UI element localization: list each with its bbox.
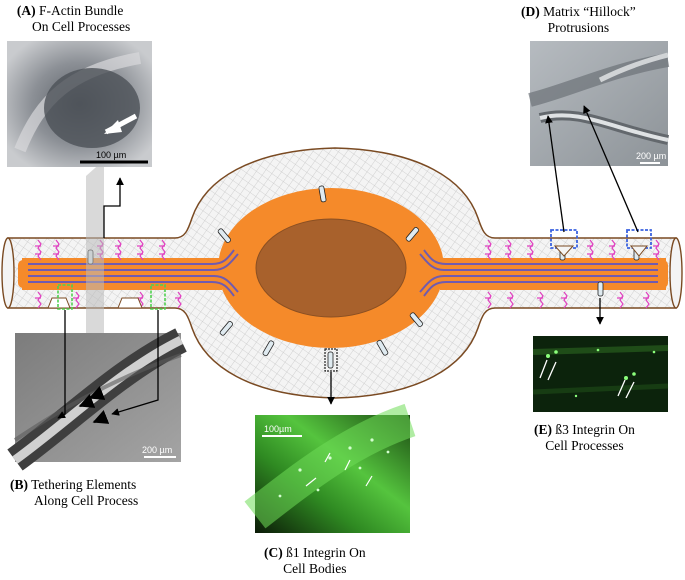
caption-a-line1: F-Actin Bundle xyxy=(39,3,124,18)
caption-c-line2: Cell Bodies xyxy=(283,561,347,576)
micrograph-e xyxy=(532,336,669,412)
pointer-b-left xyxy=(57,310,67,419)
integrin-lower-right2 xyxy=(376,339,389,356)
caption-d-line1: Matrix “Hillock” xyxy=(543,4,636,19)
tethers-bottom-left xyxy=(35,291,182,309)
integrin-upper-right xyxy=(405,227,420,242)
process-tip-right xyxy=(658,260,668,288)
caption-d-line2: Protrusions xyxy=(547,20,610,35)
process-end-left xyxy=(1,237,15,309)
caption-c-letter: (C) xyxy=(264,545,283,560)
caption-e-line1: ß3 Integrin On xyxy=(555,422,635,437)
pointer-d-1 xyxy=(545,115,565,233)
actin-filaments-left xyxy=(28,249,239,297)
nucleus xyxy=(255,218,407,318)
pointer-b-right xyxy=(111,310,159,416)
highlight-tether-right xyxy=(150,284,166,310)
integrin-bottom xyxy=(327,351,334,369)
caption-b-line2: Along Cell Process xyxy=(34,493,139,508)
matrix-notches xyxy=(47,297,143,309)
caption-b: (B) Tethering Elements Along Cell Proces… xyxy=(8,477,138,509)
hillock-shape-2 xyxy=(629,245,649,257)
caption-b-line1: Tethering Elements xyxy=(31,477,137,492)
caption-b-letter: (B) xyxy=(9,477,28,492)
caption-a-letter: (A) xyxy=(16,3,36,18)
hillock-shape-1 xyxy=(553,245,575,257)
micrograph-a xyxy=(7,41,152,167)
caption-e: (E) ß3 Integrin On Cell Processes xyxy=(534,422,635,454)
pointer-d-2 xyxy=(583,105,639,233)
scale-bar-c: 100µm xyxy=(264,424,292,434)
tethers-top-right xyxy=(485,239,660,261)
micrograph-c xyxy=(244,403,416,533)
cell-process-left xyxy=(22,258,222,290)
caption-a-line2: On Cell Processes xyxy=(32,19,131,34)
pointer-lines xyxy=(57,105,639,419)
integrin-lower-left2 xyxy=(262,340,275,357)
micrograph-b xyxy=(7,328,187,471)
highlight-tether-left xyxy=(57,284,73,310)
arrow-b-2 xyxy=(78,394,96,408)
integrin-lower-left xyxy=(219,321,234,336)
section-plane xyxy=(86,160,104,372)
caption-c: (C) ß1 Integrin On Cell Bodies xyxy=(264,545,366,577)
scale-bar-a: 100 µm xyxy=(96,150,127,160)
caption-d-letter: (D) xyxy=(521,4,540,19)
integrin-top xyxy=(318,185,327,203)
cell-process-right xyxy=(440,258,666,290)
pointer-a xyxy=(103,177,124,238)
integrin-upper-left xyxy=(217,228,232,243)
actin-filaments-right xyxy=(419,249,658,297)
caption-d: (D) Matrix “Hillock” Protrusions xyxy=(521,4,636,36)
arrow-b-3 xyxy=(92,410,110,424)
scale-bar-b: 200 µm xyxy=(142,445,173,455)
tethers-bottom-right xyxy=(485,291,650,309)
scale-bar-d: 200 µm xyxy=(636,151,667,161)
integrin-process-right xyxy=(597,281,604,297)
process-end-right xyxy=(669,237,683,309)
caption-e-line2: Cell Processes xyxy=(545,438,624,453)
micrograph-d xyxy=(528,41,670,166)
caption-c-line1: ß1 Integrin On xyxy=(286,545,366,560)
caption-a: (A) F-Actin Bundle On Cell Processes xyxy=(10,3,130,35)
process-tip-left xyxy=(18,260,28,288)
caption-e-letter: (E) xyxy=(534,422,552,437)
integrin-lower-right xyxy=(409,312,424,327)
highlight-body-integrin xyxy=(324,348,338,372)
